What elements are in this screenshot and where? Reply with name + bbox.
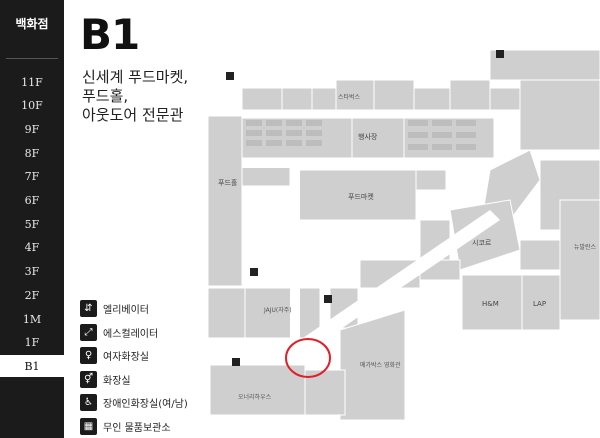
floor-11F[interactable]: 11F bbox=[21, 75, 43, 89]
legend-item: ♿ 장애인화장실(여/남) bbox=[80, 392, 188, 412]
floor-4F[interactable]: 4F bbox=[24, 240, 40, 254]
womens-restroom-icon: ♀ bbox=[80, 346, 97, 364]
store-block[interactable] bbox=[559, 199, 600, 321]
elevator-marker-icon bbox=[250, 268, 258, 276]
elevator-icon: ⇵ bbox=[80, 299, 97, 317]
megabox-label: 메가박스 영화관 bbox=[360, 362, 401, 369]
store-block[interactable] bbox=[373, 79, 415, 111]
restroom-icon: ⚥ bbox=[80, 370, 97, 388]
lap-block[interactable] bbox=[521, 274, 561, 331]
corridor bbox=[300, 210, 500, 350]
legend-label: 무인 물품보관소 bbox=[103, 422, 171, 434]
floor-2F[interactable]: 2F bbox=[24, 288, 40, 302]
corridor bbox=[290, 170, 300, 350]
food-market-label: 푸드마켓 bbox=[348, 193, 374, 201]
legend-item: ▦ 무인 물품보관소 bbox=[80, 416, 171, 436]
accessible-restroom-icon: ♿ bbox=[80, 393, 97, 411]
floor-description: 신세계 푸드마켓, 푸드홀, 아웃도어 전문관 bbox=[82, 68, 192, 125]
sidebar-title[interactable]: 백화점 bbox=[15, 16, 49, 31]
legend-label: 엘리베이터 bbox=[103, 304, 149, 316]
floor-9F[interactable]: 9F bbox=[24, 122, 40, 136]
floor-5F[interactable]: 5F bbox=[24, 217, 40, 231]
corridor bbox=[242, 158, 492, 168]
floor-6F[interactable]: 6F bbox=[24, 193, 40, 207]
floor-description-line: 푸드홀, bbox=[82, 87, 129, 105]
starbucks-label: 스타벅스 bbox=[338, 94, 361, 101]
floor-map[interactable]: 푸드홀 푸드마켓 행사장 시코르 H&M LAP JAJU(자주) 메가박스 영… bbox=[190, 20, 600, 438]
store-block[interactable] bbox=[413, 87, 451, 111]
legend-item: ♀ 여자화장실 bbox=[80, 345, 149, 365]
legend-item: ⤢ 에스컬레이터 bbox=[80, 322, 158, 342]
owner-house-label: 오너리하우스 bbox=[238, 394, 272, 401]
legend-item: ⇵ 엘리베이터 bbox=[80, 298, 149, 318]
lap-label: LAP bbox=[533, 300, 547, 308]
store-block[interactable] bbox=[281, 87, 313, 111]
floor-map-drawing bbox=[207, 49, 600, 421]
store-block[interactable] bbox=[415, 169, 447, 191]
floor-8F[interactable]: 8F bbox=[24, 146, 40, 160]
floor-10F[interactable]: 10F bbox=[21, 98, 43, 112]
food-market-block[interactable] bbox=[297, 169, 417, 221]
corridor bbox=[242, 110, 520, 118]
jaju-label: JAJU(자주) bbox=[264, 307, 292, 314]
new-balance-label: 뉴발란스 bbox=[574, 244, 597, 251]
store-block[interactable] bbox=[519, 79, 600, 151]
current-location-marker bbox=[285, 338, 331, 378]
store-block[interactable] bbox=[241, 87, 283, 111]
floor-description-line: 아웃도어 전문관 bbox=[82, 106, 184, 124]
floor-code: B1 bbox=[80, 10, 140, 59]
store-block[interactable] bbox=[519, 239, 561, 271]
store-block[interactable] bbox=[207, 287, 246, 339]
hm-label: H&M bbox=[482, 300, 499, 308]
sigol-label: 시코르 bbox=[472, 239, 492, 247]
store-block[interactable] bbox=[311, 87, 337, 111]
storage-locker-icon: ▦ bbox=[80, 417, 97, 435]
legend-label: 여자화장실 bbox=[103, 351, 149, 363]
store-block[interactable] bbox=[489, 87, 521, 111]
floor-3F[interactable]: 3F bbox=[24, 264, 40, 278]
floor-1F[interactable]: 1F bbox=[24, 335, 40, 349]
escalator-icon: ⤢ bbox=[80, 323, 97, 341]
legend-label: 장애인화장실(여/남) bbox=[103, 398, 188, 410]
hm-block[interactable] bbox=[461, 274, 523, 331]
store-block[interactable] bbox=[449, 79, 491, 111]
floor-sidebar: 백화점 11F 10F 9F 8F 7F 6F 5F 4F 3F 2F 1M 1… bbox=[0, 0, 64, 438]
legend-label: 화장실 bbox=[103, 375, 131, 387]
event-hall-label: 행사장 bbox=[358, 133, 378, 141]
store-block[interactable] bbox=[241, 165, 291, 187]
store-block[interactable] bbox=[207, 115, 243, 287]
elevator-marker-icon bbox=[226, 72, 234, 80]
floor-1M[interactable]: 1M bbox=[22, 312, 42, 326]
food-hall-label: 푸드홀 bbox=[218, 179, 238, 187]
legend-item: ⚥ 화장실 bbox=[80, 369, 131, 389]
jaju-block[interactable] bbox=[244, 287, 321, 339]
event-hall-block[interactable] bbox=[351, 117, 405, 159]
sidebar-divider bbox=[6, 58, 58, 59]
owner-house-block[interactable] bbox=[209, 364, 306, 416]
elevator-marker-icon bbox=[232, 358, 240, 366]
elevator-marker-icon bbox=[324, 295, 332, 303]
elevator-marker-icon bbox=[496, 50, 504, 58]
floor-description-line: 신세계 푸드마켓, bbox=[82, 68, 189, 86]
floor-B1[interactable]: B1 bbox=[0, 355, 64, 377]
floor-7F[interactable]: 7F bbox=[24, 169, 40, 183]
store-block[interactable] bbox=[489, 49, 600, 81]
legend-label: 에스컬레이터 bbox=[103, 328, 159, 340]
